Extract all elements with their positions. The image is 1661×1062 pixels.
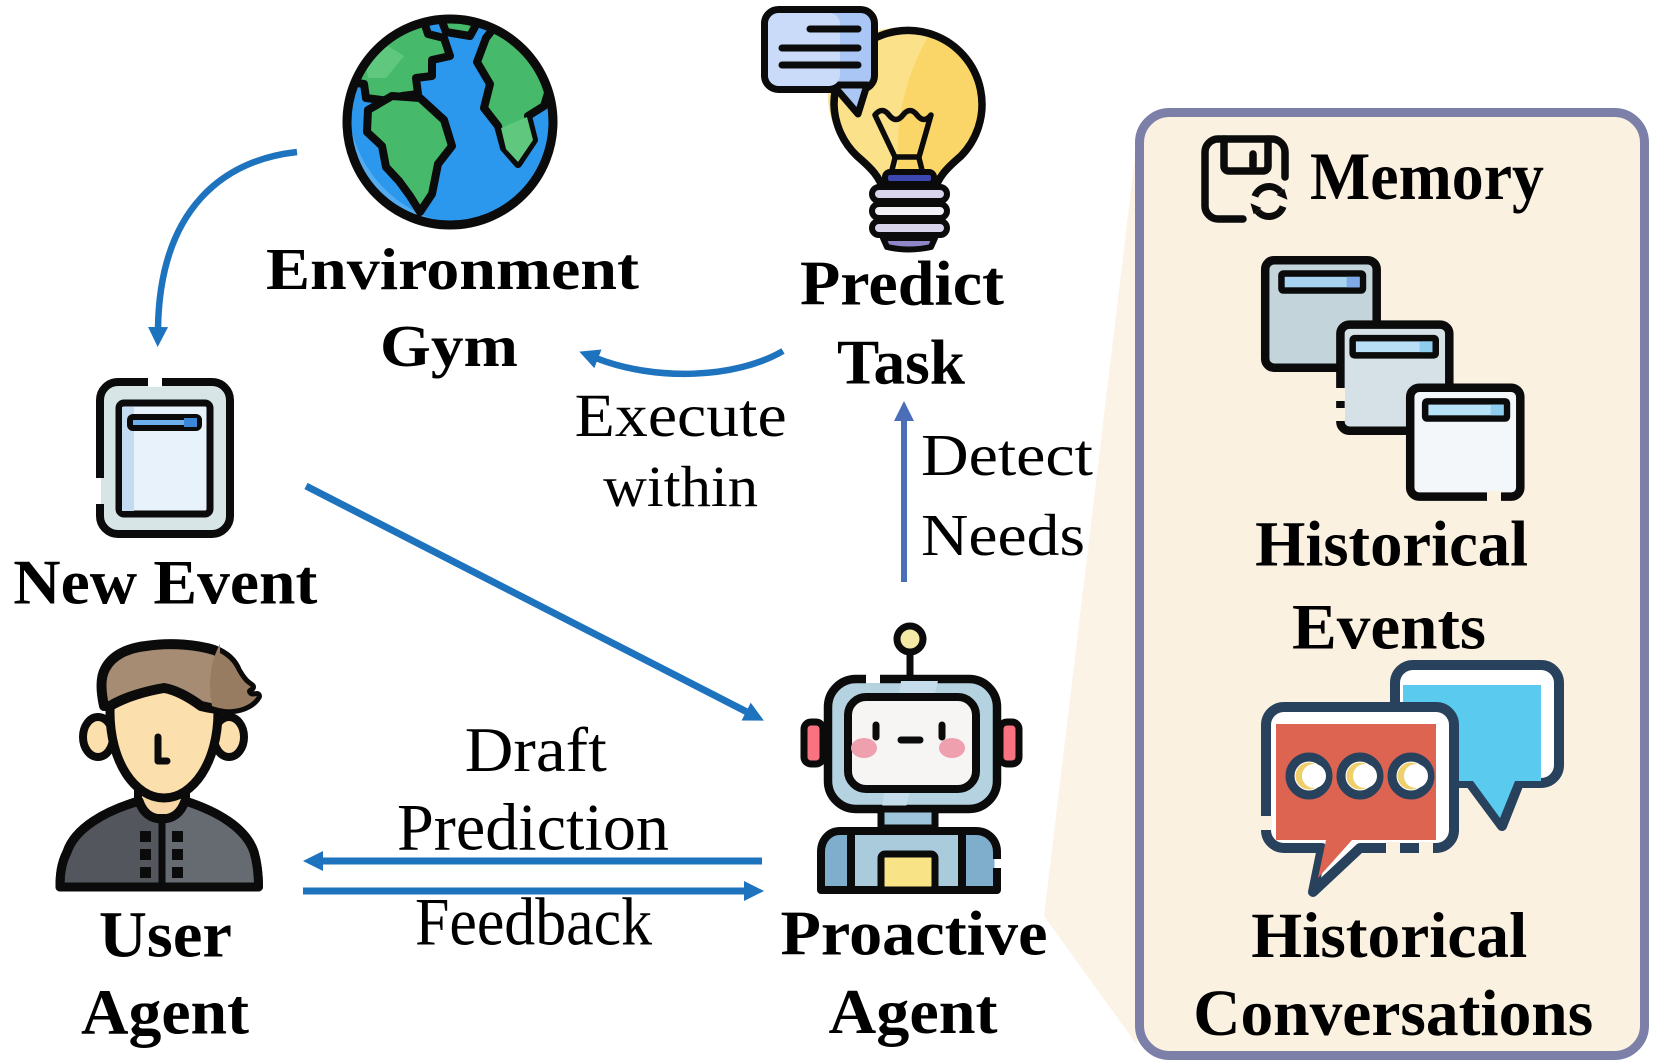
svg-text:Needs: Needs (921, 502, 1085, 568)
svg-text:New Event: New Event (13, 548, 317, 618)
svg-text:within: within (603, 454, 758, 519)
svg-text:Execute: Execute (575, 383, 787, 450)
svg-text:Agent: Agent (829, 976, 999, 1047)
svg-text:Environment: Environment (266, 236, 639, 302)
svg-text:User: User (99, 898, 232, 971)
svg-text:Historical: Historical (1251, 900, 1527, 972)
svg-text:Proactive: Proactive (781, 898, 1048, 969)
svg-text:Predict: Predict (800, 248, 1005, 319)
svg-text:Gym: Gym (380, 313, 518, 379)
svg-text:Memory: Memory (1310, 138, 1544, 214)
svg-text:Prediction: Prediction (397, 791, 669, 865)
svg-text:Feedback: Feedback (415, 884, 652, 960)
svg-text:Task: Task (837, 327, 965, 398)
svg-text:Agent: Agent (81, 976, 249, 1048)
svg-text:Conversations: Conversations (1193, 977, 1593, 1050)
svg-text:Detect: Detect (921, 422, 1094, 488)
svg-text:Draft: Draft (465, 714, 607, 785)
svg-text:Events: Events (1292, 592, 1486, 663)
svg-text:Historical: Historical (1255, 509, 1528, 580)
